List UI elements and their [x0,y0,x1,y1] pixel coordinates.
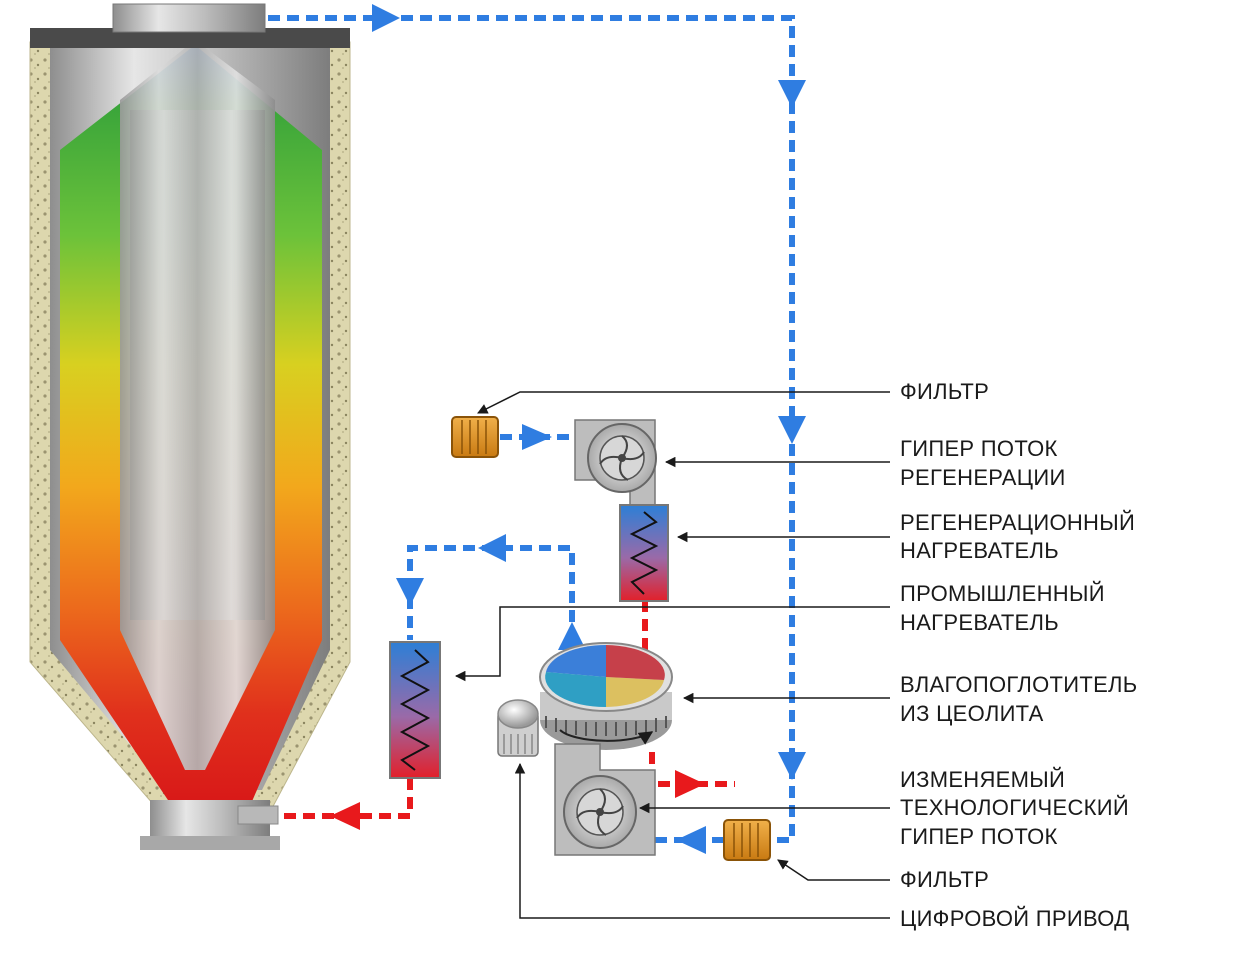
regen-intake-line [500,424,580,450]
label-digital-drive: ЦИФРОВОЙ ПРИВОД [900,906,1129,931]
label-process-flow-line3: ГИПЕР ПОТОК [900,824,1058,849]
diffuser-inner-tube [130,110,265,620]
label-regen-heater-line2: НАГРЕВАТЕЛЬ [900,538,1059,563]
arrow-left-process [676,826,706,854]
heater-coil-icon [619,504,669,602]
leader-lines [454,391,890,919]
arrow-right-exhaust [675,770,705,798]
hot-air-arrows [330,770,705,830]
hopper-top-outlet [112,3,266,33]
hopper-outlet-flange [140,836,280,850]
process-intake-line [655,826,725,854]
desiccant-wheel-icon [539,642,673,750]
label-process-heater-line2: НАГРЕВАТЕЛЬ [900,610,1059,635]
digital-drive-icon [497,699,539,757]
label-regen-flow-line1: ГИПЕР ПОТОК [900,436,1058,461]
label-regen-heater-line1: РЕГЕНЕРАЦИОННЫЙ [900,510,1135,535]
arrow-up-wheel [558,622,586,650]
arrow-down-3 [778,752,806,780]
label-filter-top: ФИЛЬТР [900,379,989,404]
arrow-right-regen [522,424,552,450]
label-desiccant-line1: ВЛАГОПОГЛОТИТЕЛЬ [900,672,1138,697]
label-regen-flow-line2: РЕГЕНЕРАЦИИ [900,465,1066,490]
label-process-flow-line2: ТЕХНОЛОГИЧЕСКИЙ [900,795,1129,820]
label-process-heater-line1: ПРОМЫШЛЕННЫЙ [900,581,1105,606]
blower-fan-icon [574,419,657,506]
dry-air-loop-arrows [396,534,586,650]
hopper-lid [30,28,350,48]
arrow-left-hot [330,802,360,830]
label-filter-bottom: ФИЛЬТР [900,867,989,892]
drying-hopper [29,3,351,850]
arrow-down-loop [396,578,424,606]
label-desiccant-line2: ИЗ ЦЕОЛИТА [900,701,1044,726]
air-inlet-pipe [237,805,279,825]
arrow-down-1 [778,80,806,108]
arrow-left-loop [478,534,506,562]
label-process-flow-line1: ИЗМЕНЯЕМЫЙ [900,767,1065,792]
arrow-right-top [372,4,400,32]
dry-air-arrows [372,4,806,780]
filter-icon-bottom [723,819,771,861]
filter-icon [451,416,499,458]
labels: ФИЛЬТР ГИПЕР ПОТОК РЕГЕНЕРАЦИИ РЕГЕНЕРАЦ… [900,379,1138,931]
process-blower-fan-icon [554,743,656,856]
process-heater-coil-icon [389,641,441,779]
arrow-down-2 [778,416,806,444]
